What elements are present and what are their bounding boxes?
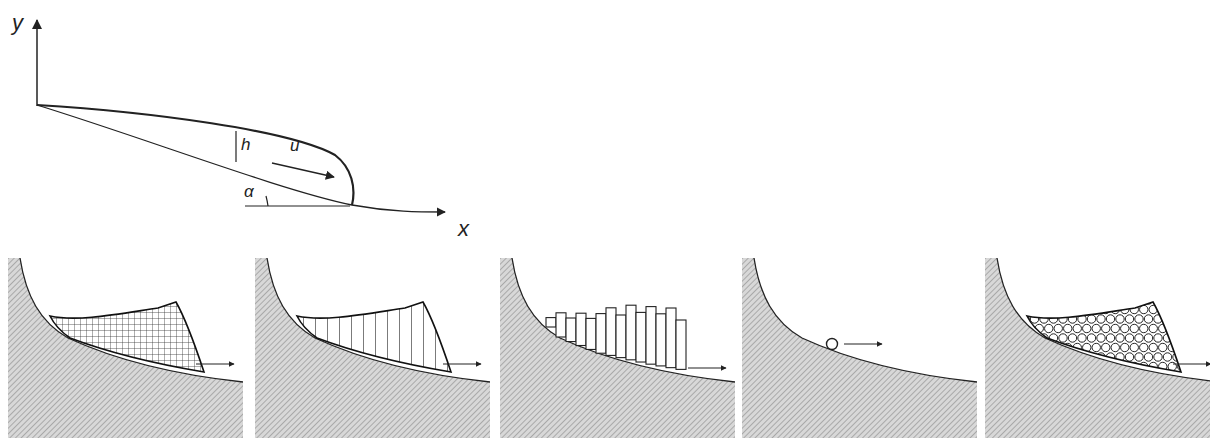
schematic <box>37 20 445 212</box>
axis-label: x <box>458 218 469 240</box>
axis-label: u <box>290 137 299 154</box>
slope-panel <box>500 258 735 438</box>
slope-panel <box>8 258 243 438</box>
axis-label: y <box>12 12 23 34</box>
slope-panel <box>742 258 977 438</box>
slope-panel <box>985 258 1210 438</box>
axis-label: α <box>244 183 254 200</box>
slope-panel <box>255 258 490 438</box>
axis-label: h <box>241 136 250 153</box>
